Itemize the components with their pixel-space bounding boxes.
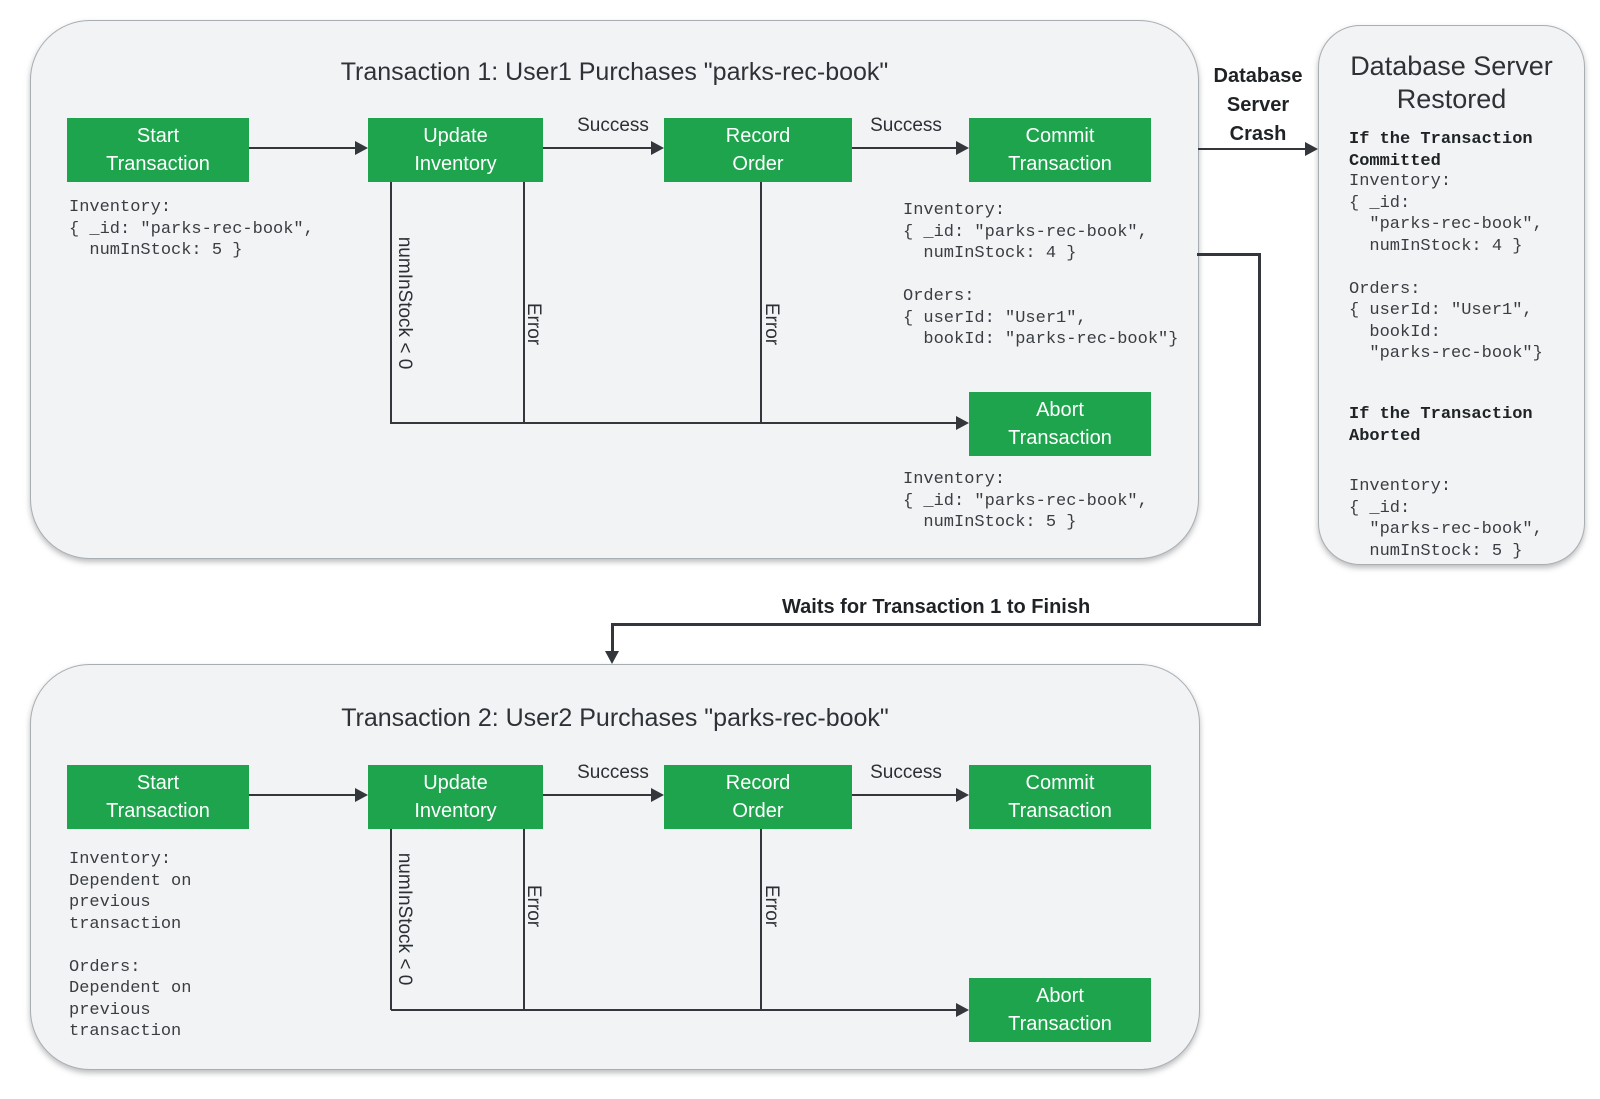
node-update-inventory-2: Update Inventory: [368, 765, 543, 829]
node-commit-transaction-1: Commit Transaction: [969, 118, 1151, 182]
heading-if-aborted: If the Transaction Aborted: [1349, 405, 1533, 446]
note-committed-result: Inventory: { _id: "parks-rec-book", numI…: [1349, 172, 1543, 363]
flow-line-record-error-1: [760, 182, 762, 424]
note-start-inventory-1: Inventory: { _id: "parks-rec-book", numI…: [69, 198, 314, 260]
node-update-inventory-1: Update Inventory: [368, 118, 543, 182]
arrowhead-right-icon: [956, 1003, 969, 1017]
panel-database-restored: Database Server Restored If the Transact…: [1318, 25, 1585, 565]
node-record-order-2: Record Order: [664, 765, 852, 829]
label-success-1a: Success: [577, 115, 649, 136]
waits-connector-segment: [1197, 253, 1261, 256]
note-abort-result-1: Inventory: { _id: "parks-rec-book", numI…: [903, 470, 1148, 532]
label-numinstock-2: numInStock < 0: [394, 852, 415, 986]
node-abort-transaction-1: Abort Transaction: [969, 392, 1151, 456]
flow-line-numinstock-1: [390, 182, 392, 424]
waits-connector-segment: [611, 623, 614, 653]
label-error-2a: Error: [523, 884, 544, 928]
transaction-1-title: Transaction 1: User1 Purchases "parks-re…: [340, 58, 889, 86]
arrowhead-right-icon: [956, 141, 969, 155]
flow-line-update-record-1: [543, 147, 651, 149]
flow-line-to-abort-2: [391, 1009, 956, 1011]
label-error-1b: Error: [761, 302, 782, 346]
node-start-transaction-2: Start Transaction: [67, 765, 249, 829]
flow-line-numinstock-2: [390, 829, 392, 1010]
flow-line-start-update-1: [249, 147, 356, 149]
flow-line-record-commit-1: [852, 147, 956, 149]
heading-if-committed: If the Transaction Committed: [1349, 130, 1533, 171]
arrowhead-right-icon: [355, 788, 368, 802]
database-restored-title: Database Server Restored: [1350, 51, 1553, 114]
arrowhead-right-icon: [355, 141, 368, 155]
label-error-1a: Error: [523, 302, 544, 346]
label-success-1b: Success: [870, 115, 942, 136]
crash-arrow-line: [1198, 148, 1305, 150]
panel-transaction-2: Transaction 2: User2 Purchases "parks-re…: [30, 664, 1200, 1070]
waits-connector-segment: [611, 623, 1261, 626]
arrowhead-down-icon: [605, 651, 619, 664]
label-numinstock-1: numInStock < 0: [394, 236, 415, 370]
arrowhead-right-icon: [956, 788, 969, 802]
flow-line-record-commit-2: [852, 794, 956, 796]
arrowhead-right-icon: [956, 416, 969, 430]
flow-line-start-update-2: [249, 794, 356, 796]
note-commit-result-1: Inventory: { _id: "parks-rec-book", numI…: [903, 201, 1179, 349]
arrowhead-right-icon: [1305, 142, 1318, 156]
flow-line-to-abort-1: [391, 422, 956, 424]
waits-label: Waits for Transaction 1 to Finish: [782, 596, 1091, 618]
node-record-order-1: Record Order: [664, 118, 852, 182]
node-start-transaction-1: Start Transaction: [67, 118, 249, 182]
arrowhead-right-icon: [651, 141, 664, 155]
arrowhead-right-icon: [651, 788, 664, 802]
flow-line-update-error-1: [523, 182, 525, 424]
node-abort-transaction-2: Abort Transaction: [969, 978, 1151, 1042]
node-commit-transaction-2: Commit Transaction: [969, 765, 1151, 829]
flow-line-record-error-2: [760, 829, 762, 1010]
note-aborted-result: Inventory: { _id: "parks-rec-book", numI…: [1349, 477, 1543, 561]
transaction-2-title: Transaction 2: User2 Purchases "parks-re…: [341, 704, 889, 732]
note-start-inventory-2: Inventory: Dependent on previous transac…: [69, 850, 192, 1041]
label-success-2b: Success: [870, 762, 942, 783]
label-error-2b: Error: [761, 884, 782, 928]
waits-connector-segment: [1258, 253, 1261, 626]
flow-line-update-error-2: [523, 829, 525, 1010]
label-success-2a: Success: [577, 762, 649, 783]
flow-line-update-record-2: [543, 794, 651, 796]
panel-transaction-1: Transaction 1: User1 Purchases "parks-re…: [30, 20, 1199, 559]
crash-label: Database Server Crash: [1213, 65, 1303, 145]
